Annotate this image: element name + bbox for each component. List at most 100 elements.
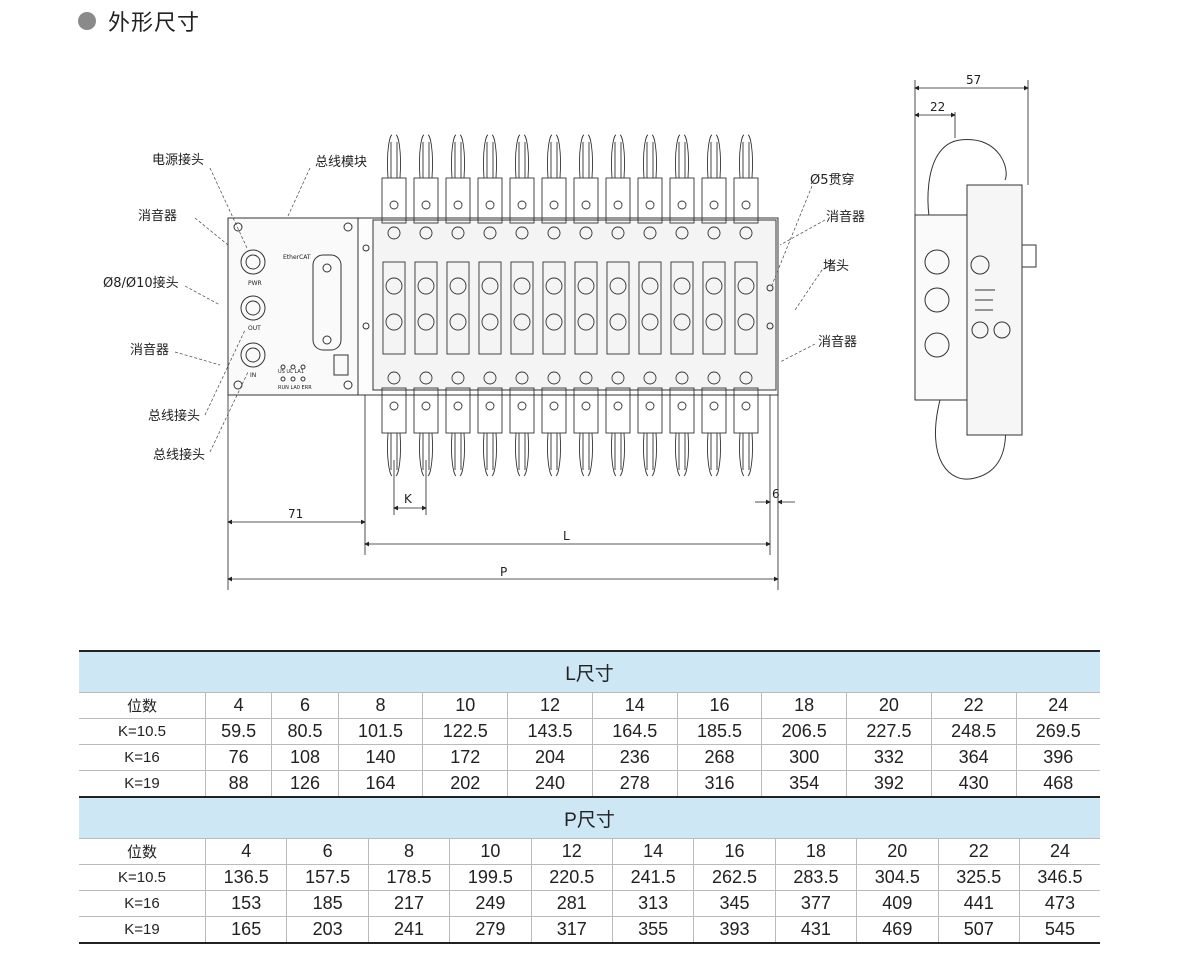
dimension-lines — [227, 395, 795, 590]
column-header: 8 — [367, 838, 451, 865]
table-cell: 88 — [204, 770, 273, 798]
label-power-connector: 电源接头 — [152, 152, 204, 168]
row-label: K=16 — [79, 890, 206, 917]
table-cell: 185.5 — [676, 718, 763, 745]
table-cell: 185 — [286, 890, 369, 917]
table-cell: 355 — [611, 916, 695, 944]
table-cell: 325.5 — [937, 864, 1020, 891]
column-header: 20 — [856, 838, 939, 865]
dim-71: 71 — [288, 507, 303, 521]
table-cell: 409 — [856, 890, 939, 917]
table-cell: 469 — [856, 916, 939, 944]
label-through-hole: Ø5贯穿 — [810, 172, 855, 188]
label-muffler-right-2: 消音器 — [818, 334, 857, 350]
column-header: 6 — [271, 692, 339, 719]
table-cell: 217 — [367, 890, 451, 917]
table-cell: 377 — [774, 890, 858, 917]
table-cell: 262.5 — [693, 864, 776, 891]
table-cell: 165 — [204, 916, 288, 944]
dim-P: P — [500, 565, 507, 579]
label-bus-module: 总线模块 — [315, 155, 367, 170]
label-fitting: Ø8/Ø10接头 — [103, 275, 179, 291]
table-cell: 143.5 — [507, 718, 593, 745]
left-callout-leaders — [174, 167, 311, 453]
label-muffler-right-1: 消音器 — [826, 209, 865, 225]
table-cell: 507 — [937, 916, 1020, 944]
table-cell: 345 — [693, 890, 776, 917]
label-plug: 堵头 — [823, 259, 849, 274]
bus-module — [227, 217, 359, 396]
row-label: K=19 — [79, 916, 206, 944]
table-cell: 241 — [367, 916, 451, 944]
table-cell: 204 — [507, 744, 593, 771]
label-muffler-2: 消音器 — [130, 342, 169, 358]
side-view — [914, 139, 1037, 480]
table-cell: 236 — [591, 744, 678, 771]
column-header: 8 — [337, 692, 424, 719]
table-caption-row: L尺寸 — [79, 650, 1100, 693]
valve-stations — [381, 134, 759, 477]
table-cell: 241.5 — [611, 864, 695, 891]
dimension-drawing: EtherCAT PWR OUT IN US UL LA1 RUN LA0 ER… — [103, 73, 1037, 590]
column-header: 10 — [422, 692, 509, 719]
in-text: IN — [250, 372, 256, 379]
dim-L: L — [563, 529, 570, 543]
out-text: OUT — [248, 325, 261, 332]
column-header: 22 — [937, 838, 1020, 865]
table-cell: 304.5 — [856, 864, 939, 891]
table-cell: 126 — [271, 770, 339, 798]
table-cell: 392 — [846, 770, 932, 798]
row-label: K=10.5 — [79, 718, 206, 745]
header-label: 位数 — [79, 838, 206, 865]
table-cell: 269.5 — [1015, 718, 1100, 745]
table-cell: 206.5 — [761, 718, 848, 745]
table-cell: 281 — [530, 890, 613, 917]
table-cell: 364 — [930, 744, 1017, 771]
table-cell: 441 — [937, 890, 1020, 917]
pwr-text: PWR — [248, 280, 262, 287]
column-header: 24 — [1018, 838, 1100, 865]
table-cell: 473 — [1018, 890, 1100, 917]
header-label: 位数 — [79, 692, 206, 719]
dim-57: 57 — [966, 73, 981, 87]
table-cell: 332 — [846, 744, 932, 771]
bullet-icon — [78, 12, 96, 30]
table-cell: 300 — [761, 744, 848, 771]
label-bus-connector-1: 总线接头 — [148, 408, 200, 424]
table-cell: 313 — [611, 890, 695, 917]
row-label: K=19 — [79, 770, 206, 798]
table-cell: 59.5 — [204, 718, 273, 745]
dim-22: 22 — [930, 100, 945, 114]
column-header: 16 — [693, 838, 776, 865]
column-header: 4 — [204, 692, 273, 719]
table-cell: 240 — [507, 770, 593, 798]
dim-K: K — [404, 492, 413, 506]
table-cell: 396 — [1015, 744, 1100, 771]
row-label: K=16 — [79, 744, 206, 771]
heading-text: 外形尺寸 — [108, 11, 201, 36]
table-cell: 76 — [204, 744, 273, 771]
table-cell: 220.5 — [530, 864, 613, 891]
column-header: 18 — [761, 692, 848, 719]
table-cell: 283.5 — [774, 864, 858, 891]
led-bottom-text: RUN LA0 ERR — [278, 385, 312, 391]
column-header: 6 — [286, 838, 369, 865]
row-label: K=10.5 — [79, 864, 206, 891]
dim-6: 6 — [772, 487, 780, 501]
table-cell: 140 — [337, 744, 424, 771]
table-cell: 203 — [286, 916, 369, 944]
label-muffler-1: 消音器 — [138, 208, 177, 224]
ethercat-text: EtherCAT — [283, 254, 311, 261]
table-cell: 468 — [1015, 770, 1100, 798]
table-cell: 101.5 — [337, 718, 424, 745]
side-dimension-lines — [914, 80, 1029, 215]
